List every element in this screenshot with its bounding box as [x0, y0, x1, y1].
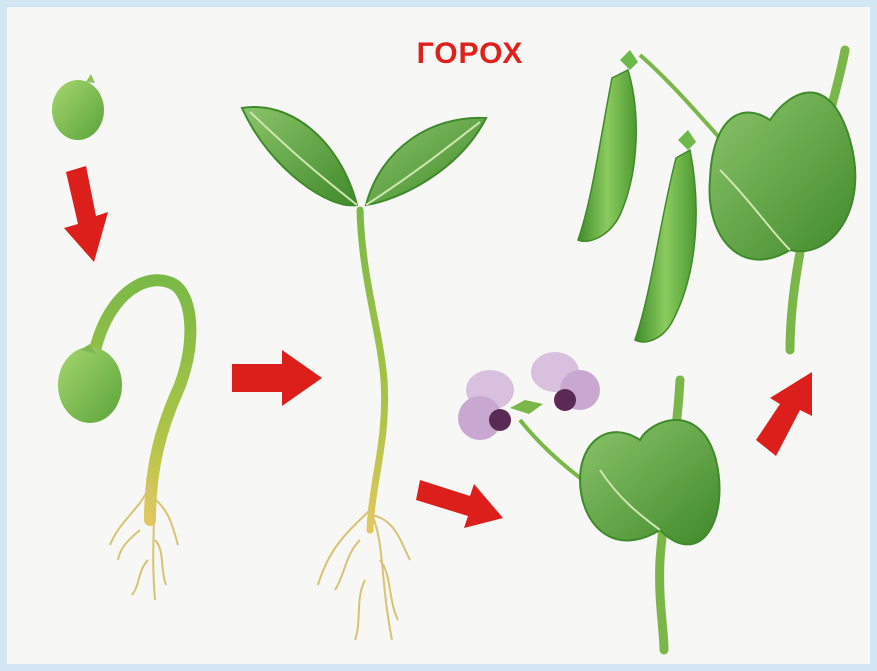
arrow-diagonal-up-icon [756, 372, 812, 456]
arrow-right-icon [232, 350, 322, 406]
arrow-down-icon [64, 166, 108, 262]
pea-seed-icon [52, 74, 104, 140]
pea-flower-icon [458, 352, 719, 650]
germinating-seed-icon [58, 280, 190, 600]
arrow-diagonal-down-icon [416, 480, 503, 528]
pea-pod-icon [578, 50, 855, 350]
